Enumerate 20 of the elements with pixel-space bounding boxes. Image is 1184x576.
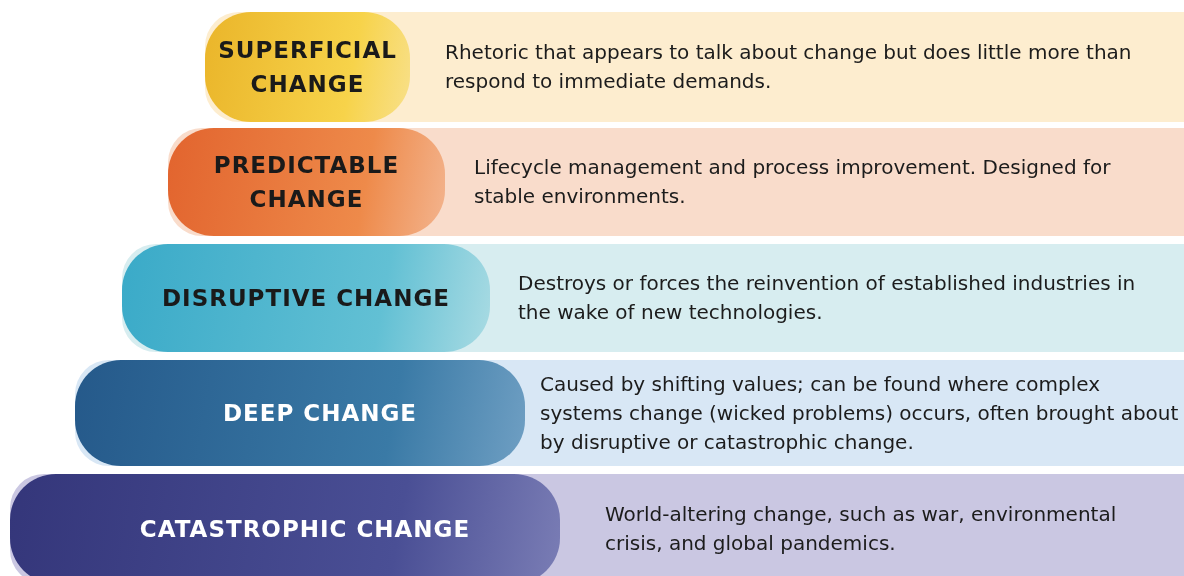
description-text: Destroys or forces the reinvention of established industries in the wake of new technologies. <box>518 270 1137 326</box>
description-band <box>122 244 1184 352</box>
change-title: PREDICTABLE CHANGE <box>212 151 401 214</box>
change-title: DEEP CHANGE <box>222 399 418 428</box>
description-band <box>10 474 1184 576</box>
title-pill <box>10 474 560 576</box>
description-band <box>205 12 1184 122</box>
description-text: Rhetoric that appears to talk about change but does little more than respond to immediate demands. <box>445 39 1133 95</box>
change-title: CATASTROPHIC CHANGE <box>139 515 471 544</box>
description-text: World-altering change, such as war, environmental crisis, and global pandemics. <box>605 501 1118 557</box>
title-pill <box>168 128 445 236</box>
description-text: Caused by shifting values; can be found where complex systems change (wicked problems) occurs, often brought about by disruptive or catastrophic change. <box>540 370 1180 456</box>
title-pill <box>122 244 490 352</box>
title-pill <box>75 360 525 466</box>
title-pill <box>205 12 410 122</box>
change-title: DISRUPTIVE CHANGE <box>162 284 450 313</box>
description-text: Lifecycle management and process improvement. Designed for stable environments. <box>474 154 1112 210</box>
description-band <box>75 360 1184 466</box>
change-title: SUPERFICIAL CHANGE <box>217 36 398 99</box>
description-band <box>168 128 1184 236</box>
